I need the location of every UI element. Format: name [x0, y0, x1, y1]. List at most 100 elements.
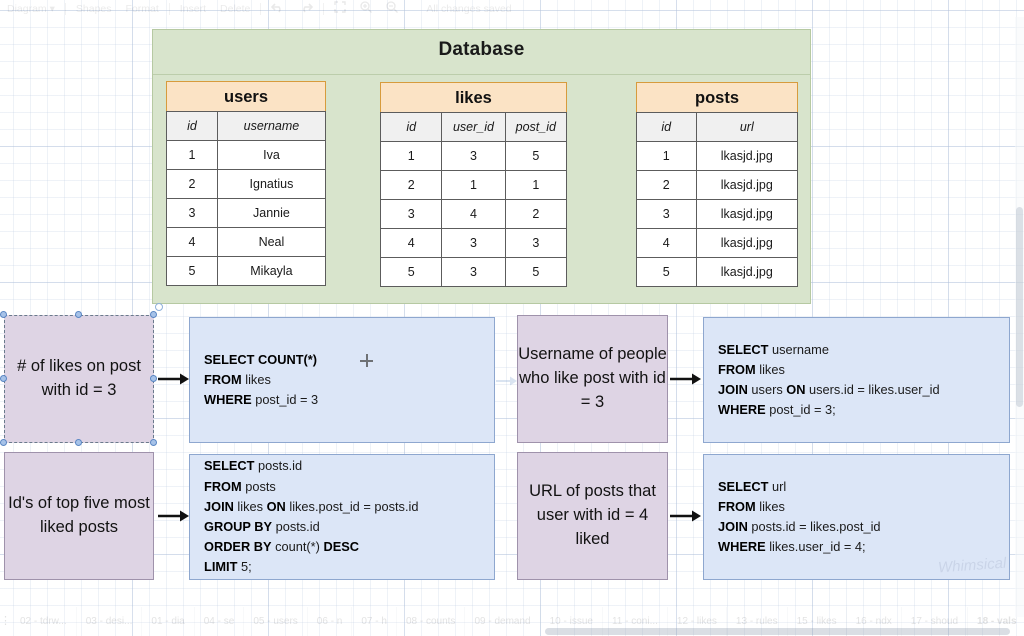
cell: 3: [441, 228, 506, 258]
prompt-text: URL of posts that user with id = 4 liked: [529, 482, 656, 548]
table-header-row: id user_id post_id: [379, 112, 568, 142]
sql-line: FROM likes: [204, 371, 271, 387]
prompt-box-3[interactable]: Id's of top five most liked posts: [4, 452, 154, 580]
cell: lkasjd.jpg: [695, 141, 799, 171]
cell: 1: [379, 141, 443, 171]
page-tab-15[interactable]: 15 - likes: [788, 607, 847, 636]
top-toolbar[interactable]: Diagram ▾ Shapes Format Insert Delete Al…: [0, 0, 1024, 17]
page-tab-02[interactable]: 02 - tdrw...: [11, 607, 77, 636]
table-header-row: id url: [636, 112, 799, 142]
toolbar-diagram-menu[interactable]: Diagram ▾: [0, 3, 62, 15]
cell: 3: [441, 141, 506, 171]
cell: 3: [441, 257, 506, 287]
sql-line: JOIN users ON users.id = likes.user_id: [718, 382, 940, 397]
page-tab-01[interactable]: 01 - dia: [142, 607, 195, 636]
container-divider: [153, 74, 810, 75]
page-tab-16[interactable]: 16 - ndx: [847, 607, 902, 636]
rotate-handle[interactable]: [155, 303, 163, 311]
zoom-out-icon[interactable]: [379, 1, 405, 16]
horizontal-scrollbar[interactable]: [0, 627, 1024, 636]
page-tab-03[interactable]: 03 - desi...: [77, 607, 143, 636]
sql-box-1[interactable]: SELECT COUNT(*) FROM likes WHERE post_id…: [189, 317, 495, 443]
cell: 1: [166, 140, 218, 170]
flow-arrow-3: [158, 509, 190, 528]
prompt-box-4[interactable]: URL of posts that user with id = 4 liked: [517, 452, 668, 580]
page-tab-18-active[interactable]: 18 - vals: [968, 607, 1024, 636]
resize-handle-n[interactable]: [75, 311, 82, 318]
page-tab-04[interactable]: 04 - se: [195, 607, 245, 636]
cell: 3: [636, 199, 697, 229]
cell: 5: [166, 256, 218, 286]
sql-line: FROM posts: [204, 478, 276, 494]
page-menu-icon[interactable]: ⋮: [0, 615, 11, 627]
database-title: Database: [438, 39, 525, 60]
toolbar-shapes-button[interactable]: Shapes: [75, 2, 112, 15]
fit-page-icon[interactable]: [327, 1, 353, 16]
resize-handle-s[interactable]: [75, 439, 82, 446]
resize-handle-sw[interactable]: [0, 439, 7, 446]
page-tab-05[interactable]: 05 - users: [244, 607, 308, 636]
cell: 4: [166, 227, 218, 257]
flow-arrow-2: [670, 372, 702, 391]
cell: 4: [636, 228, 697, 258]
page-tab-07[interactable]: 07 - h: [352, 607, 397, 636]
sql-line: WHERE likes.user_id = 4;: [718, 539, 866, 555]
sql-box-3[interactable]: SELECT posts.id FROM posts JOIN likes ON…: [189, 454, 495, 580]
cell: 2: [379, 170, 443, 200]
page-tab-bar[interactable]: ⋮ 02 - tdrw... 03 - desi... 01 - dia 04 …: [0, 607, 1024, 636]
undo-icon[interactable]: [264, 2, 292, 16]
cell: 4: [441, 199, 506, 229]
sql-line: JOIN posts.id = likes.post_id: [718, 519, 881, 534]
cell: 3: [504, 228, 568, 258]
toolbar-divider: [260, 2, 262, 15]
resize-handle-se[interactable]: [150, 439, 157, 446]
prompt-box-2[interactable]: Username of people who like post with id…: [517, 315, 668, 443]
sql-line: LIMIT 5;: [204, 559, 252, 575]
sql-box-4[interactable]: SELECT url FROM likes JOIN posts.id = li…: [703, 454, 1010, 580]
sql-line: SELECT url: [718, 478, 787, 494]
resize-handle-nw[interactable]: [0, 311, 7, 318]
toolbar-diagram-label: Diagram: [7, 2, 47, 15]
horizontal-scrollbar-thumb[interactable]: [545, 628, 1010, 635]
page-tab-12[interactable]: 12 - likes: [668, 607, 727, 636]
toolbar-insert-button[interactable]: Insert: [179, 2, 207, 15]
toolbar-divider: [323, 2, 325, 15]
resize-handle-ne[interactable]: [150, 311, 157, 318]
page-tab-08[interactable]: 08 - counts: [397, 607, 466, 636]
prompt-box-1[interactable]: # of likes on post with id = 3: [4, 315, 154, 443]
sql-box-2[interactable]: SELECT username FROM likes JOIN users ON…: [703, 317, 1010, 443]
zoom-in-icon[interactable]: [353, 1, 379, 16]
cell: 2: [504, 199, 568, 229]
redo-icon[interactable]: [292, 2, 320, 16]
cell: 3: [379, 199, 443, 229]
page-tab-09[interactable]: 09 - demand: [465, 607, 541, 636]
resize-handle-w[interactable]: [0, 375, 7, 382]
sql-text-4: SELECT url FROM likes JOIN posts.id = li…: [704, 477, 881, 558]
page-tab-06[interactable]: 06 - n: [308, 607, 353, 636]
page-tab-11[interactable]: 11 - coni...: [603, 607, 668, 636]
toolbar-delete-button[interactable]: Delete: [220, 2, 251, 15]
vertical-scrollbar[interactable]: [1015, 17, 1024, 617]
toolbar-format-button[interactable]: Format: [125, 2, 159, 15]
table-header-row: id username: [166, 111, 327, 141]
resize-handle-e[interactable]: [150, 375, 157, 382]
cell: 2: [166, 169, 218, 199]
sql-text-2: SELECT username FROM likes JOIN users ON…: [704, 340, 940, 421]
page-tab-17[interactable]: 17 - shoud: [902, 607, 969, 636]
vertical-scrollbar-thumb[interactable]: [1016, 207, 1023, 407]
cell: Iva: [216, 140, 327, 170]
page-tab-13[interactable]: 13 - rules: [727, 607, 788, 636]
column-header: id: [379, 112, 443, 142]
page-tab-10[interactable]: 10 - issue: [541, 607, 603, 636]
